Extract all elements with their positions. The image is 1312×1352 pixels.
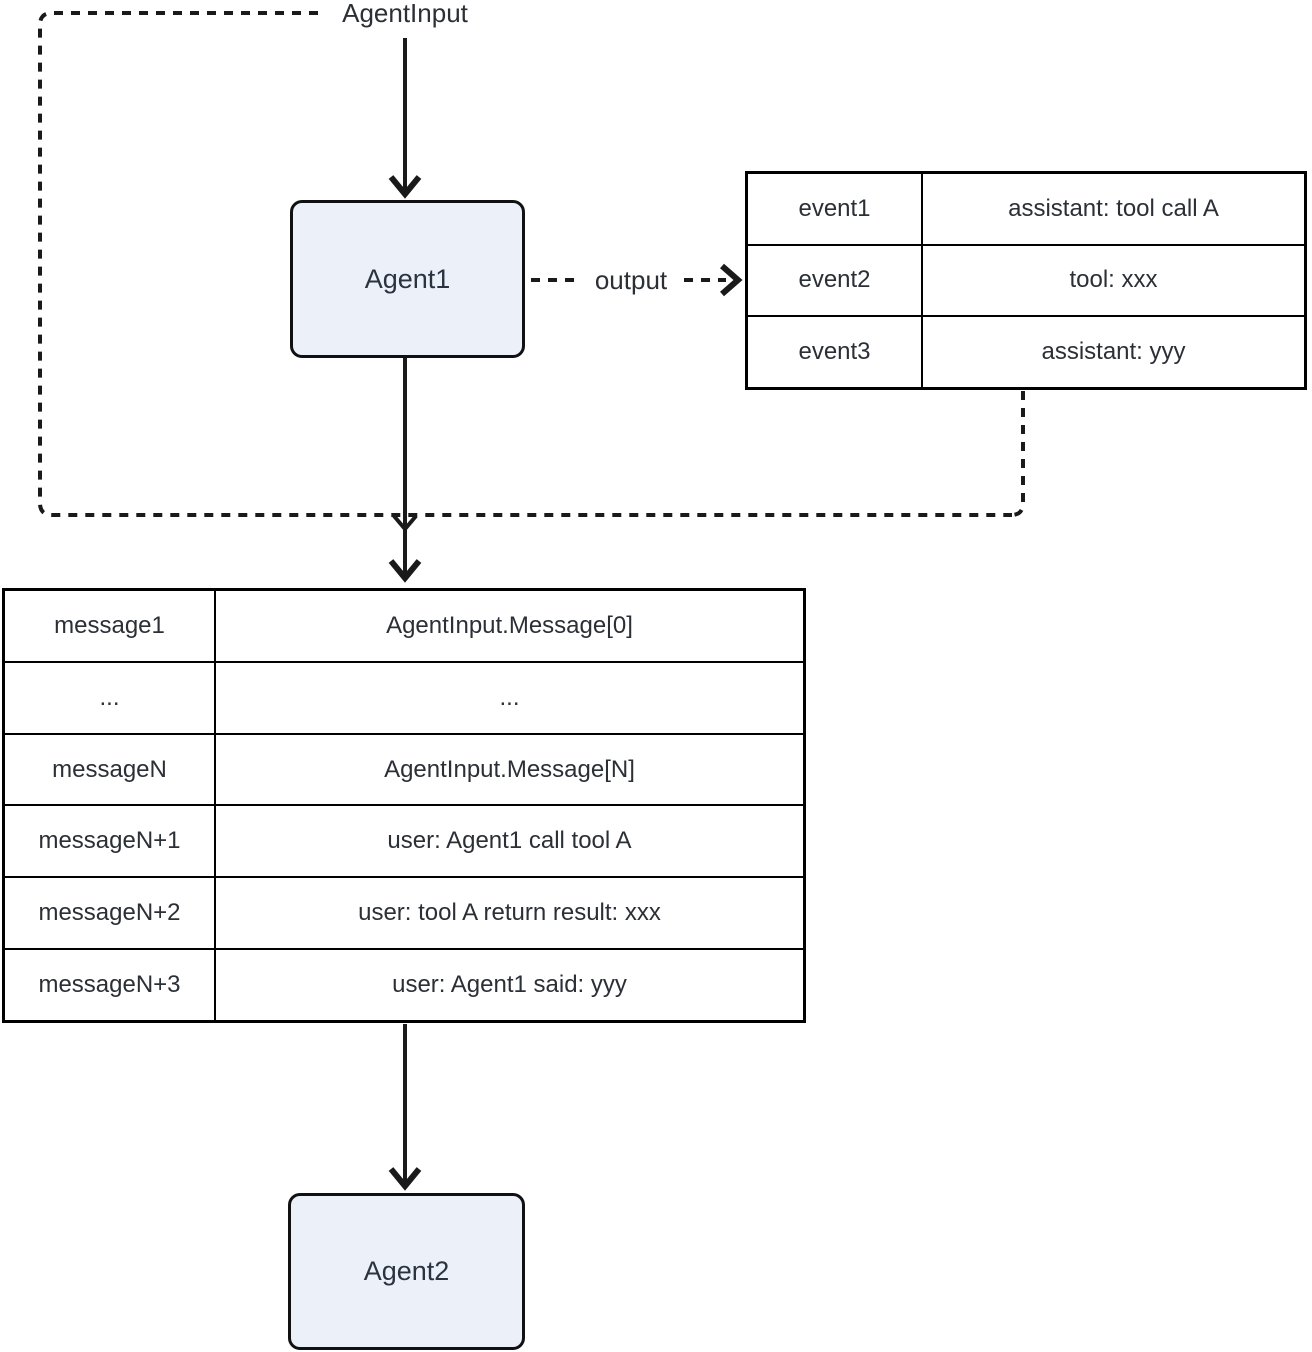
event-table-value: tool: xxx bbox=[923, 243, 1304, 316]
message-table-key: messageN+3 bbox=[5, 948, 216, 1020]
agent1-node-label: Agent1 bbox=[364, 263, 451, 294]
message-table-value: user: Agent1 call tool A bbox=[216, 804, 803, 876]
message-table-key: messageN+1 bbox=[5, 804, 216, 877]
event-table-value: assistant: yyy bbox=[923, 315, 1304, 387]
event-table-key: event3 bbox=[748, 315, 923, 387]
message-table-value: AgentInput.Message[N] bbox=[216, 732, 803, 805]
event-table: event1 assistant: tool call A event2 too… bbox=[745, 171, 1307, 390]
arrowhead-dashed-merge-icon bbox=[392, 514, 418, 533]
arrowhead-agent2-icon bbox=[388, 1167, 422, 1191]
output-edge-label: output bbox=[588, 266, 674, 294]
event-table-value: assistant: tool call A bbox=[1008, 194, 1219, 222]
message-table-key: message1 bbox=[5, 591, 216, 661]
message-table-key: ... bbox=[5, 660, 216, 733]
agent2-node-label: Agent2 bbox=[363, 1256, 450, 1286]
message-table-key: messageN bbox=[5, 732, 216, 805]
message-table-value: user: Agent1 said: yyy bbox=[216, 948, 803, 1020]
message-table-value: ... bbox=[216, 660, 803, 733]
event-table-key: event1 bbox=[748, 174, 923, 244]
message-table-value: user: tool A return result: xxx bbox=[216, 876, 803, 948]
message-table-value: AgentInput.Message[0] bbox=[386, 611, 633, 639]
dashed-events-loop bbox=[1010, 391, 1025, 517]
agent2-node: Agent2 bbox=[288, 1193, 525, 1350]
arrowhead-messages-icon bbox=[388, 559, 422, 583]
arrowhead-agent1-icon bbox=[388, 175, 422, 199]
arrowhead-output-icon bbox=[720, 263, 743, 297]
agentinput-label: AgentInput bbox=[336, 0, 474, 27]
agent1-node: Agent1 bbox=[290, 200, 525, 358]
message-table: message1 AgentInput.Message[0] ... ... m… bbox=[2, 588, 806, 1023]
message-table-key: messageN+2 bbox=[5, 876, 216, 949]
event-table-key: event2 bbox=[748, 243, 923, 316]
